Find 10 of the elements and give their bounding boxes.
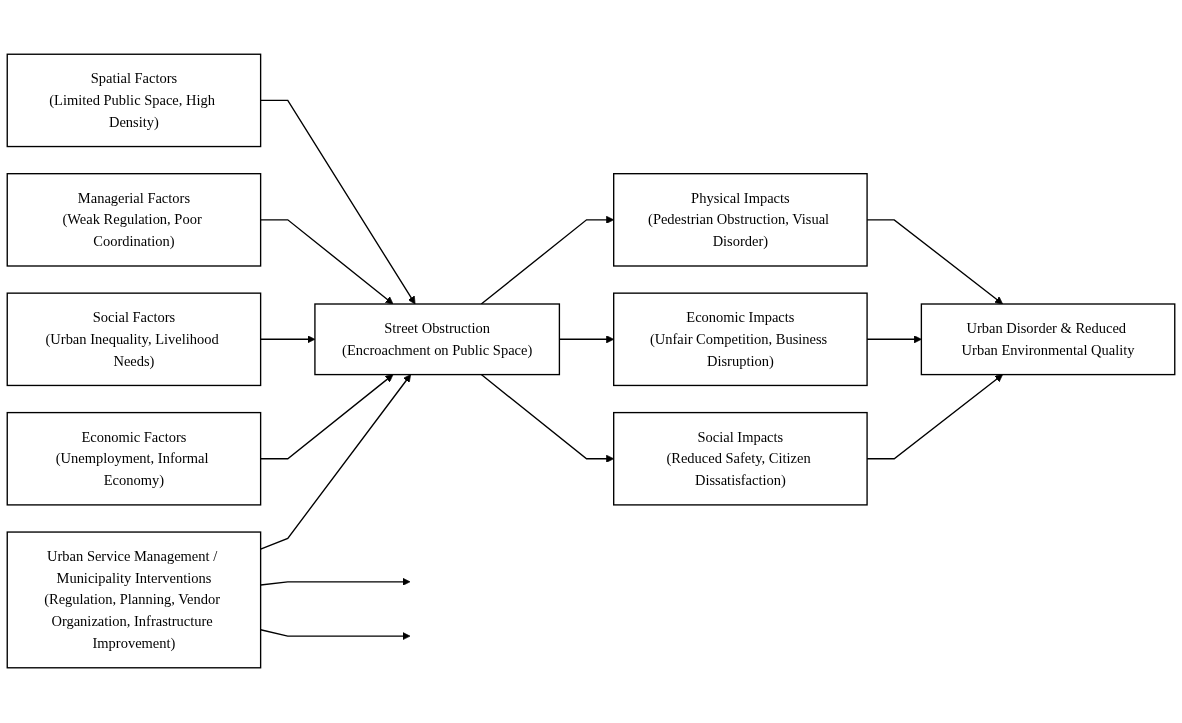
node-box: Economic Impacts (Unfair Competition, Business Disruption) — [613, 292, 868, 387]
node-box: Physical Impacts (Pedestrian Obstruction, Visual Disorder) — [613, 173, 868, 268]
node-box: Social Impacts (Reduced Safety, Citizen Dissatisfaction) — [613, 412, 868, 507]
node-box: Managerial Factors (Weak Regulation, Poor Coordination) — [6, 173, 262, 268]
node-box: Street Obstruction (Encroachment on Public Space) — [314, 303, 561, 376]
node-box: Spatial Factors (Limited Public Space, High Density) — [6, 54, 262, 148]
node-box: Economic Factors (Unemployment, Informal Economy) — [6, 412, 262, 507]
node-box: Social Factors (Urban Inequality, Livelihood Needs) — [6, 292, 262, 387]
node-box: Urban Service Management / Municipality Interventions (Regulation, Planning, Vendor Organization, Infrastructure Improvement) — [6, 531, 262, 669]
node-box: Urban Disorder & Reduced Urban Environmental Quality — [920, 303, 1176, 376]
